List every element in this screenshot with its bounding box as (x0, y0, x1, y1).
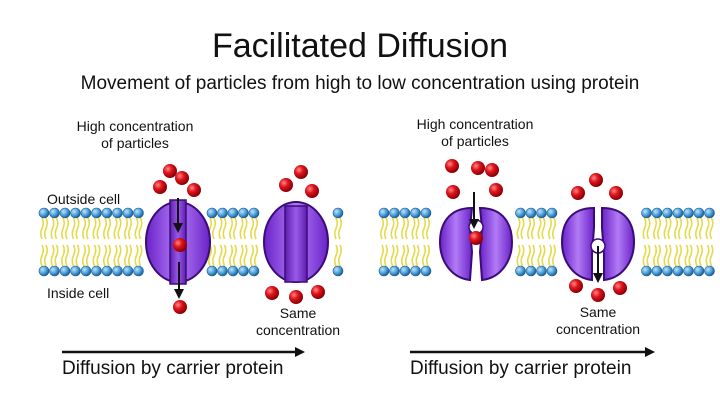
arrow-down-icon (469, 192, 603, 283)
high-concentration-label-left: High concentration of particles (60, 118, 210, 152)
same-concentration-line-2: concentration (555, 321, 641, 337)
same-concentration-label-left: Same concentration (238, 305, 358, 339)
diagram-title: Facilitated Diffusion (211, 27, 509, 65)
particles-right-inside (569, 279, 627, 302)
high-concentration-line-2: of particles (101, 135, 169, 151)
carrier-protein-right-1 (438, 206, 514, 282)
particles-left-inside (173, 285, 325, 314)
caption-left: Diffusion by carrier protein (62, 358, 284, 379)
diagram-subtitle: Movement of particles from high to low c… (80, 73, 640, 94)
arrow-down-icon (173, 198, 184, 299)
particle-in-carrier-right (469, 231, 483, 245)
carrier-protein-left-2 (263, 201, 329, 283)
carrier-protein-right-2 (560, 206, 636, 282)
particles-left-outside (153, 164, 319, 198)
cell-membrane-right (378, 207, 715, 277)
outside-cell-label: Outside cell (47, 191, 121, 207)
high-concentration-line-2: of particles (441, 133, 509, 149)
same-concentration-line-1: Same (579, 304, 617, 320)
high-concentration-line-1: High concentration (76, 118, 194, 134)
particle-in-transit-left (173, 238, 187, 252)
cell-membrane-left (38, 207, 344, 277)
same-concentration-label-right: Same concentration (538, 304, 658, 338)
high-concentration-line-1: High concentration (416, 116, 534, 132)
same-concentration-line-2: concentration (255, 322, 341, 338)
same-concentration-line-1: Same (279, 305, 317, 321)
inside-cell-label: Inside cell (47, 285, 110, 301)
caption-right: Diffusion by carrier protein (410, 358, 632, 379)
particles-right-outside (445, 159, 623, 200)
high-concentration-label-right: High concentration of particles (400, 116, 550, 150)
